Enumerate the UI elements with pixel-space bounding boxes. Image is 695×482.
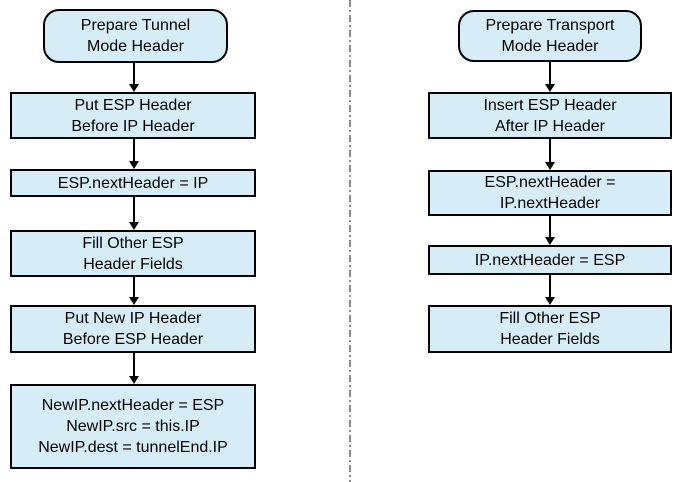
flow-arrow [128,197,140,230]
transport-step-2-node: ESP.nextHeader = IP.nextHeader [428,170,672,216]
transport-step-4-node: Fill Other ESP Header Fields [428,305,672,353]
flow-arrow [128,63,140,92]
flow-arrow [128,277,140,305]
tunnel-start-node: Prepare Tunnel Mode Header [43,9,228,63]
tunnel-step-3-node: Fill Other ESP Header Fields [10,230,256,277]
tunnel-step-1-node: Put ESP Header Before IP Header [10,92,256,139]
transport-step-3-node: IP.nextHeader = ESP [428,245,672,275]
tunnel-step-2-node: ESP.nextHeader = IP [10,169,256,197]
divider-dash-dot-line [349,0,351,482]
transport-step-1-node: Insert ESP Header After IP Header [428,92,672,139]
flow-arrow [544,139,556,170]
tunnel-step-4-node: Put New IP Header Before ESP Header [10,305,256,353]
flow-arrow [544,275,556,305]
tunnel-step-5-node: NewIP.nextHeader = ESP NewIP.src = this.… [10,384,256,469]
flow-arrow [128,139,140,169]
transport-start-node: Prepare Transport Mode Header [458,10,642,62]
flow-arrow [544,62,556,92]
flow-arrow [544,216,556,245]
flow-arrow [128,353,140,384]
